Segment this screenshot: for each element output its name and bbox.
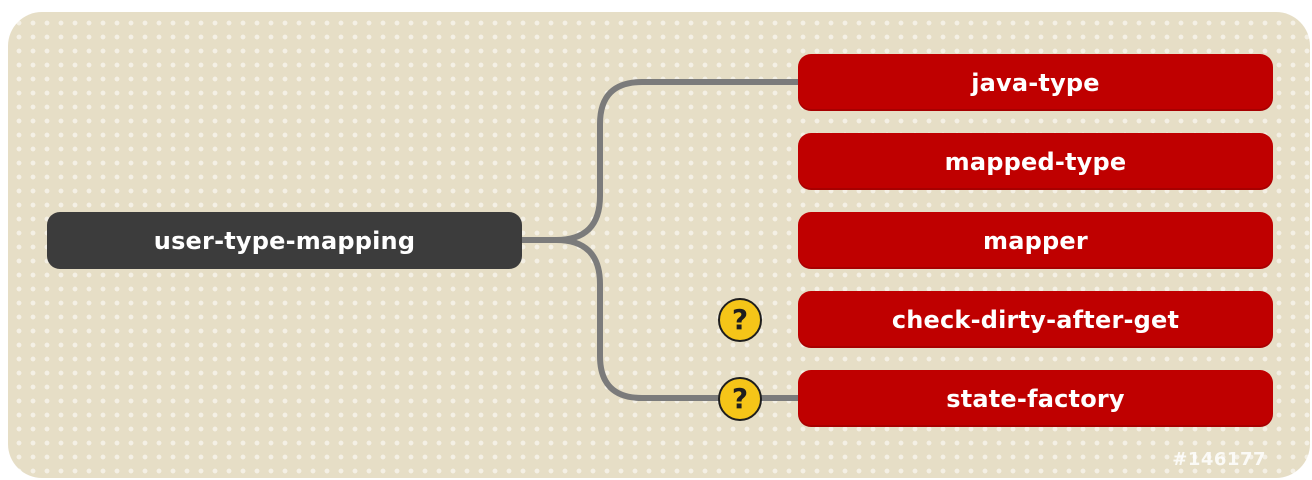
- optional-question-icon: ?: [718, 298, 762, 342]
- root-node-user-type-mapping: user-type-mapping: [47, 212, 522, 269]
- connector-root-to-state-factory: [553, 237, 803, 401]
- child-node-java-type: java-type: [798, 54, 1273, 111]
- image-id-label: #146177: [1172, 449, 1266, 470]
- child-node-mapped-type: mapped-type: [798, 133, 1273, 190]
- connector-root-to-java-type: [519, 79, 803, 243]
- child-node-check-dirty-after-get: check-dirty-after-get: [798, 291, 1273, 348]
- child-node-state-factory: state-factory: [798, 370, 1273, 427]
- child-node-mapper: mapper: [798, 212, 1273, 269]
- optional-question-icon: ?: [718, 377, 762, 421]
